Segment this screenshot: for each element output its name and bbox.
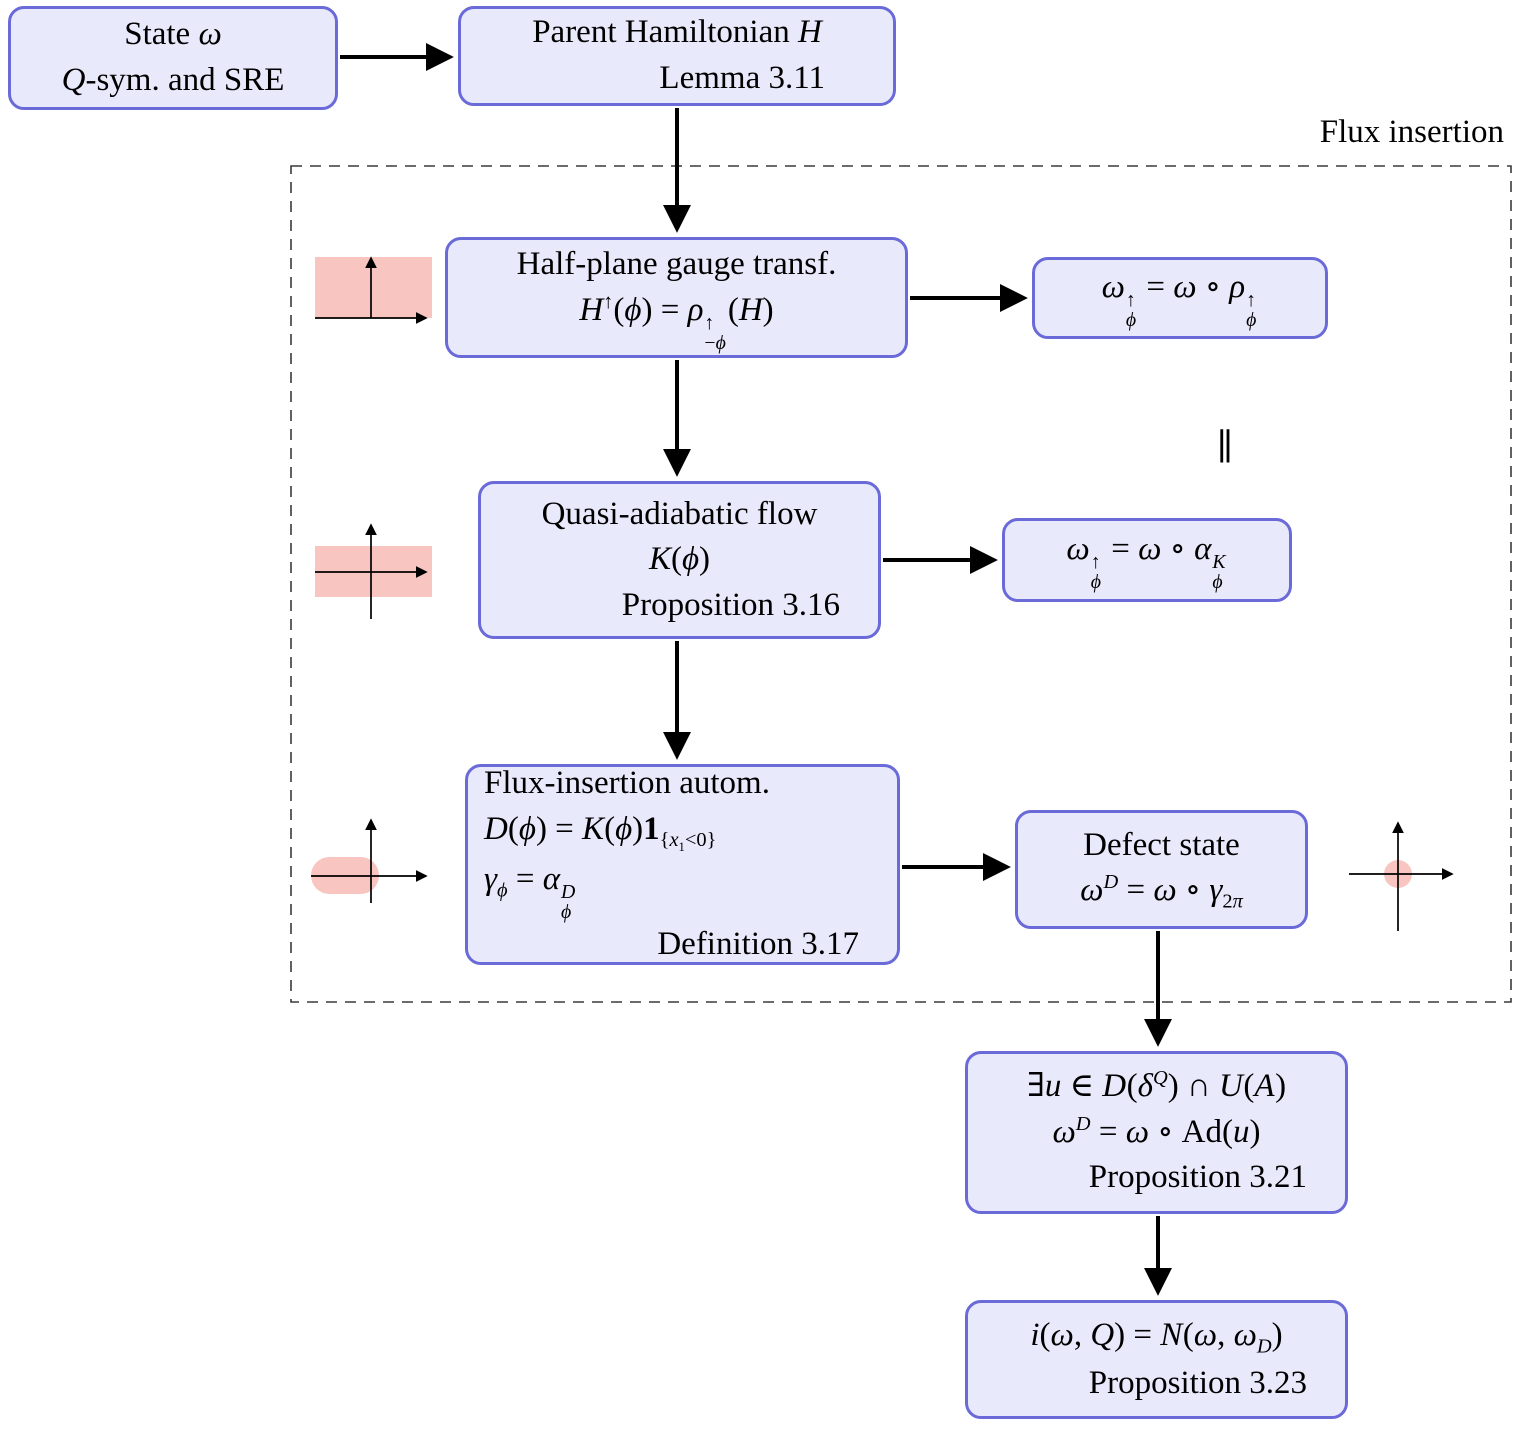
state-line: State ω: [124, 16, 222, 53]
definition-317-ref: Definition 3.17: [657, 926, 859, 963]
state-sym-line: Q-sym. and SRE: [61, 62, 285, 98]
flux-autom-formula-1: D(ϕ) = K(ϕ)1{x1<0}: [484, 810, 717, 855]
quasi-adiabatic-formula: K(ϕ): [648, 541, 711, 578]
box-omega-rho-state: ω↑ϕ = ω ∘ ρ↑ϕ: [1032, 257, 1328, 339]
origin-point-icon: [1349, 821, 1454, 931]
flux-insertion-region-label: Flux insertion: [1319, 114, 1504, 150]
defect-state-title: Defect state: [1083, 826, 1240, 863]
upper-half-plane-icon: [315, 256, 432, 324]
defect-state-formula: ωD = ω ∘ γ2π: [1080, 871, 1243, 913]
box-defect-state: Defect state ωD = ω ∘ γ2π: [1015, 810, 1308, 929]
flux-autom-title: Flux-insertion autom.: [484, 765, 770, 802]
box-state-omega: State ω Q-sym. and SRE: [8, 6, 338, 110]
unitary-existence-formula-1: ∃u ∈ D(δQ) ∩ U(A): [1026, 1067, 1287, 1105]
index-formula: i(ω, Q) = N(ω, ωD): [1030, 1316, 1283, 1358]
upper-half-plane-shading: [315, 257, 432, 318]
unitary-existence-formula-2: ωD = ω ∘ Ad(u): [1052, 1112, 1261, 1150]
half-plane-formula: H↑(ϕ) = ρ↑−ϕ(H): [579, 290, 774, 354]
quasi-adiabatic-title: Quasi-adiabatic flow: [541, 495, 818, 532]
box-index-formula: i(ω, Q) = N(ω, ωD) Proposition 3.23: [965, 1300, 1348, 1419]
box-flux-insertion-automorphism: Flux-insertion autom. D(ϕ) = K(ϕ)1{x1<0}…: [465, 764, 900, 965]
box-half-plane-gauge: Half-plane gauge transf. H↑(ϕ) = ρ↑−ϕ(H): [445, 237, 908, 358]
lemma-ref: Lemma 3.11: [659, 60, 825, 96]
parent-hamiltonian-line: Parent Hamiltonian H: [532, 14, 822, 51]
horizontal-strip-icon: [315, 523, 432, 619]
equality-symbol: ∥: [1216, 427, 1234, 467]
flow-arrows: [340, 43, 1172, 1296]
left-half-strip-icon: [311, 818, 428, 903]
omega-rho-formula: ω↑ϕ = ω ∘ ρ↑ϕ: [1101, 269, 1257, 332]
proposition-323-ref: Proposition 3.23: [1088, 1364, 1307, 1401]
flux-insertion-dashed-region: [290, 165, 1512, 1003]
box-unitary-existence: ∃u ∈ D(δQ) ∩ U(A) ωD = ω ∘ Ad(u) Proposi…: [965, 1051, 1348, 1214]
half-plane-title: Half-plane gauge transf.: [516, 246, 837, 283]
proposition-316-ref: Proposition 3.16: [621, 586, 840, 623]
box-parent-hamiltonian: Parent Hamiltonian H Lemma 3.11: [458, 6, 896, 106]
box-quasi-adiabatic-flow: Quasi-adiabatic flow K(ϕ) Proposition 3.…: [478, 481, 881, 639]
proposition-321-ref: Proposition 3.21: [1088, 1159, 1307, 1196]
